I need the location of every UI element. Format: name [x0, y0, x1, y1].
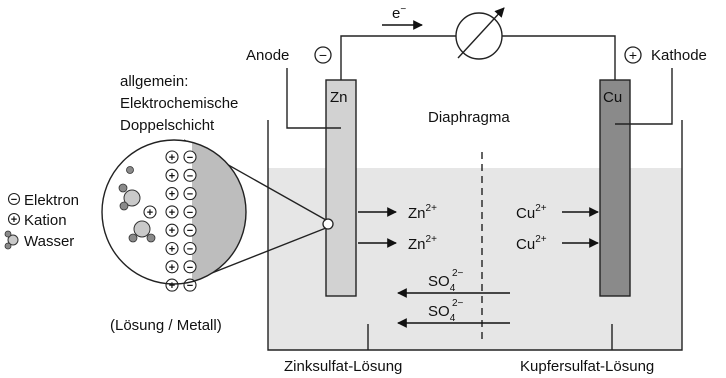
legend: − Elektron + Kation Wasser	[4, 192, 79, 250]
sulfate-charge-1: 2−	[452, 268, 464, 279]
legend-electron-label: Elektron	[24, 192, 79, 209]
electron-4-icon	[183, 223, 197, 237]
water-molecules	[118, 166, 156, 243]
zinc-solution-label: Zinksulfat-Lösung	[284, 358, 402, 375]
wire-right	[502, 35, 616, 80]
anode-label: Anode	[246, 47, 289, 64]
general-label-line-2: Elektrochemische	[120, 95, 238, 112]
cation-2-sign: +	[169, 189, 175, 201]
sulfate-label-1: SO4	[428, 273, 456, 294]
electron-6-icon	[183, 260, 197, 274]
copper-electrode-label: Cu	[603, 89, 622, 106]
electron-2-icon	[183, 187, 197, 201]
cation-7-sign: +	[169, 280, 175, 292]
zn-ion-label-1: Zn2+	[408, 203, 437, 222]
electron-5-sign: −	[187, 244, 193, 256]
sulfate-label-2: SO4	[428, 303, 456, 324]
cation-1-sign: +	[169, 170, 175, 182]
cation-4-sign: +	[169, 225, 175, 237]
zoom-spot	[322, 218, 334, 230]
cation-4-icon	[165, 223, 179, 237]
sulfate-charge-2: 2−	[452, 298, 464, 309]
cation-3-icon	[165, 205, 179, 219]
cation-1-icon	[165, 168, 179, 182]
zinc-electrode	[325, 79, 357, 297]
legend-cation-icon	[7, 212, 21, 226]
cation-6-sign: +	[169, 262, 175, 274]
cation-0-sign: +	[169, 152, 175, 164]
cation-3-sign: +	[169, 207, 175, 219]
svg-text:+: +	[629, 47, 637, 63]
cation-0-icon	[165, 150, 179, 164]
cathode-leader	[615, 68, 673, 125]
cation-2-icon	[165, 187, 179, 201]
electron-1-sign: −	[187, 170, 193, 182]
electron-6-sign: −	[187, 262, 193, 274]
cathode-label: Kathode	[651, 47, 707, 64]
cation-5-icon	[165, 241, 179, 256]
svg-text:−: −	[11, 194, 17, 206]
electron-3-sign: −	[187, 207, 193, 219]
electron-flow-label: e−	[392, 4, 406, 22]
electron-0-sign: −	[187, 152, 193, 164]
copper-electrode	[599, 79, 631, 297]
electron-2-sign: −	[187, 189, 193, 201]
double-layer-magnifier: +−+−+−+−+−+−+−+− +	[101, 139, 247, 292]
cation-7-icon	[165, 278, 179, 292]
svg-text:+: +	[147, 207, 153, 219]
svg-text:−: −	[319, 47, 327, 63]
legend-water-label: Wasser	[24, 233, 74, 250]
zinc-electrode-label: Zn	[330, 89, 348, 106]
electron-7-sign: −	[187, 280, 193, 292]
legend-cation-label: Kation	[24, 212, 67, 229]
legend-electron-icon	[7, 192, 21, 206]
cation-6-icon	[165, 260, 179, 274]
beaker	[267, 120, 683, 351]
electron-4-sign: −	[187, 225, 193, 237]
electron-5-icon	[183, 241, 197, 256]
cu-ion-label-2: Cu2+	[516, 234, 547, 253]
wire-left	[340, 35, 456, 80]
meter-needle	[457, 7, 505, 59]
cathode-plus-icon	[624, 46, 642, 64]
cation-5-sign: +	[169, 244, 175, 256]
general-label-line-3: Doppelschicht	[120, 117, 215, 134]
anode-minus-icon	[314, 46, 332, 64]
legend-water-icon	[7, 234, 19, 246]
electron-0-icon	[183, 150, 197, 164]
electron-3-icon	[183, 205, 197, 219]
anode-leader	[286, 68, 341, 129]
interface-label: (Lösung / Metall)	[110, 317, 222, 334]
diaphragm-label: Diaphragma	[428, 109, 510, 126]
copper-solution-label: Kupfersulfat-Lösung	[520, 358, 654, 375]
general-label-line-1: allgemein:	[120, 73, 188, 90]
svg-text:+: +	[11, 214, 17, 226]
electron-1-icon	[183, 168, 197, 182]
cu-ion-label-1: Cu2+	[516, 203, 547, 222]
zn-ion-label-2: Zn2+	[408, 234, 437, 253]
